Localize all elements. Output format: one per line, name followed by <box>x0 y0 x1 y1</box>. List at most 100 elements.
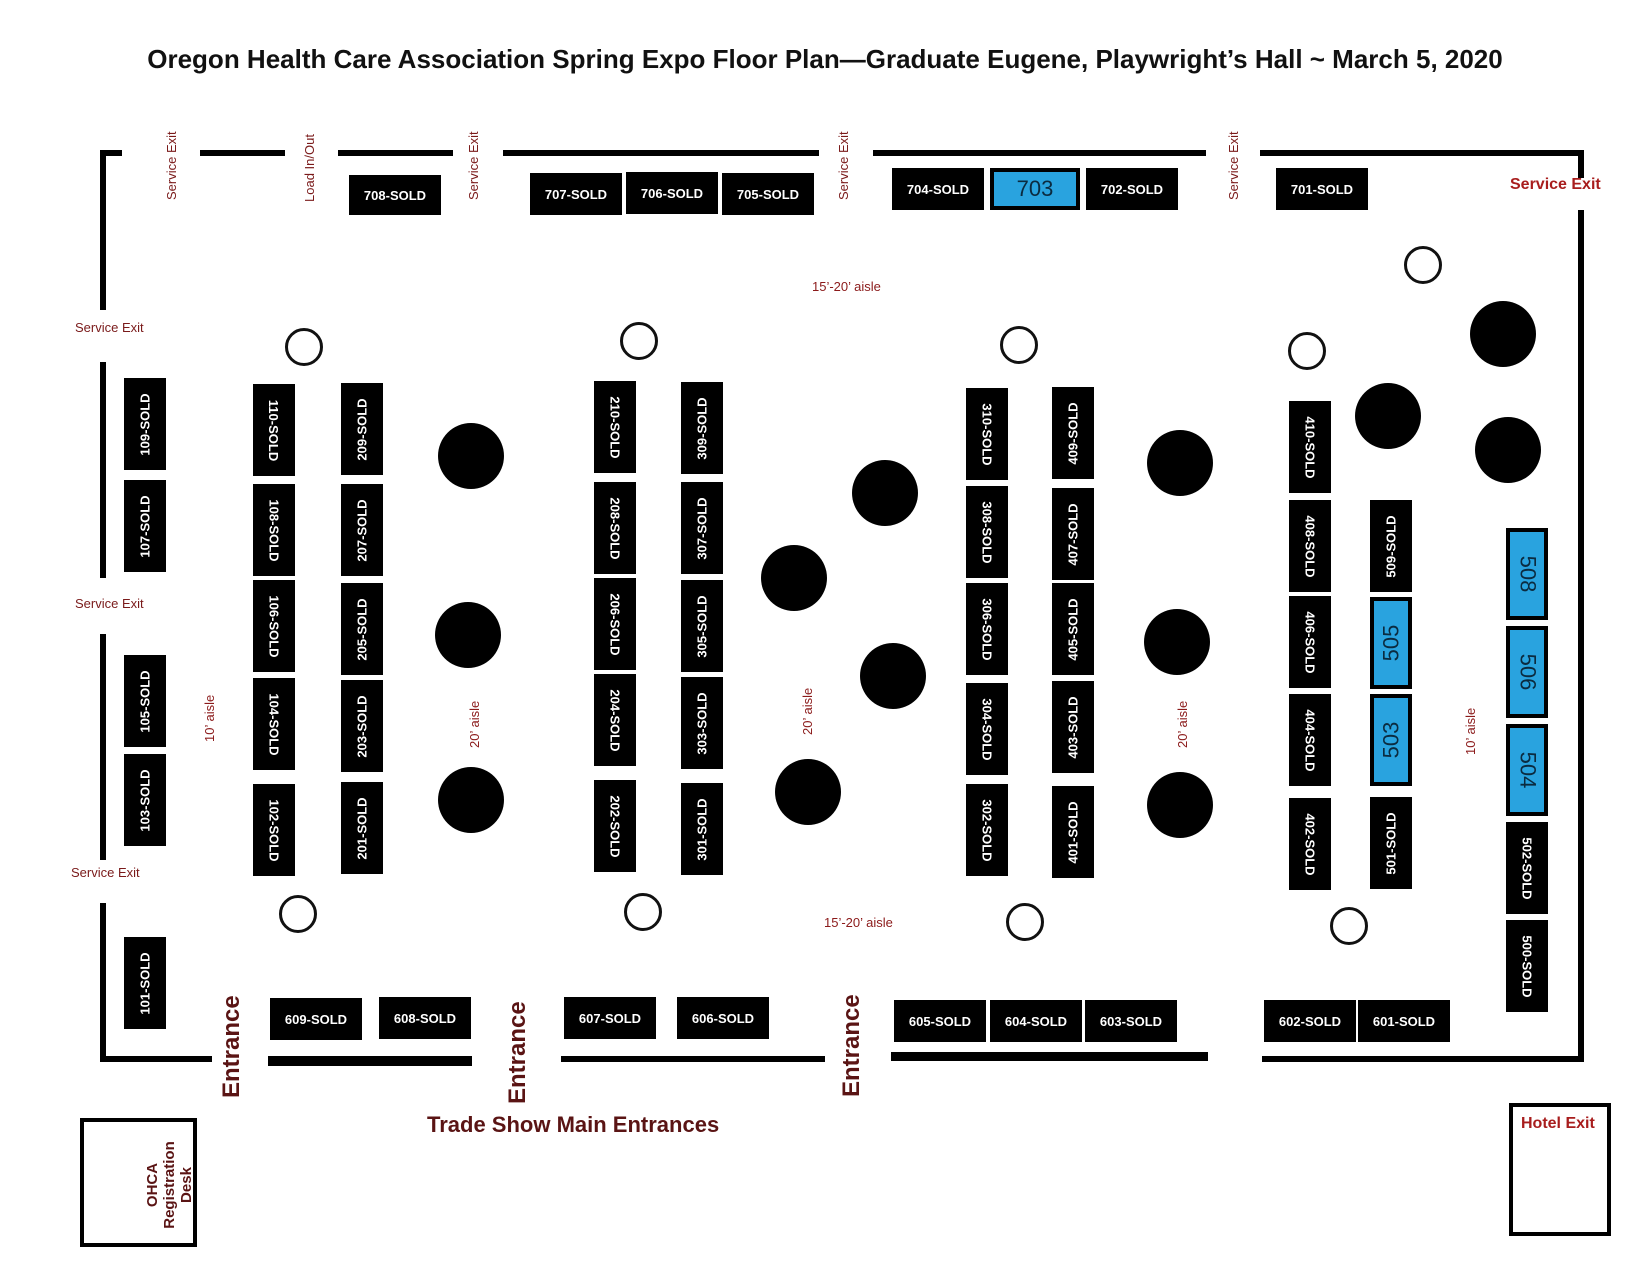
booth-509[interactable]: 509-SOLD <box>1370 500 1412 592</box>
booth-104[interactable]: 104-SOLD <box>253 678 295 770</box>
wall-top-3 <box>338 150 453 156</box>
pillar <box>285 328 323 366</box>
entrance-label: Entrance <box>504 1001 531 1104</box>
booth-201[interactable]: 201-SOLD <box>341 782 383 874</box>
booth-402[interactable]: 402-SOLD <box>1289 798 1331 890</box>
booth-101[interactable]: 101-SOLD <box>124 937 166 1029</box>
booth-204[interactable]: 204-SOLD <box>594 674 636 766</box>
booth-102[interactable]: 102-SOLD <box>253 784 295 876</box>
booth-607[interactable]: 607-SOLD <box>564 997 656 1039</box>
booth-707[interactable]: 707-SOLD <box>530 173 622 215</box>
table <box>761 545 827 611</box>
table <box>775 759 841 825</box>
table <box>1355 383 1421 449</box>
registration-desk-label: OHCA Registration Desk <box>144 1141 195 1229</box>
registration-desk: OHCA Registration Desk <box>80 1118 197 1247</box>
booth-110[interactable]: 110-SOLD <box>253 384 295 476</box>
booth-304[interactable]: 304-SOLD <box>966 683 1008 775</box>
aisle-label-10: 10’ aisle <box>1463 707 1478 755</box>
booth-103[interactable]: 103-SOLD <box>124 754 166 846</box>
booth-308[interactable]: 308-SOLD <box>966 486 1008 578</box>
service-exit-label: Service Exit <box>164 131 179 200</box>
wall-top-5 <box>873 150 1206 156</box>
booth-608[interactable]: 608-SOLD <box>379 997 471 1039</box>
booth-504[interactable]: 504 <box>1506 724 1548 816</box>
table <box>1147 430 1213 496</box>
booth-302[interactable]: 302-SOLD <box>966 784 1008 876</box>
booth-606[interactable]: 606-SOLD <box>677 997 769 1039</box>
hotel-exit-label: Hotel Exit <box>1521 1115 1595 1132</box>
booth-106[interactable]: 106-SOLD <box>253 580 295 672</box>
booth-406[interactable]: 406-SOLD <box>1289 596 1331 688</box>
booth-407[interactable]: 407-SOLD <box>1052 488 1094 580</box>
pillar <box>1404 246 1442 284</box>
booth-503[interactable]: 503 <box>1370 694 1412 786</box>
booth-609[interactable]: 609-SOLD <box>270 998 362 1040</box>
service-exit-label: Service Exit <box>1226 131 1241 200</box>
service-exit-label: Service Exit <box>466 131 481 200</box>
booth-705[interactable]: 705-SOLD <box>722 173 814 215</box>
wall-bottom-4 <box>891 1052 1208 1061</box>
booth-410[interactable]: 410-SOLD <box>1289 401 1331 493</box>
booth-605[interactable]: 605-SOLD <box>894 1000 986 1042</box>
booth-306[interactable]: 306-SOLD <box>966 583 1008 675</box>
wall-top-4 <box>503 150 819 156</box>
pillar <box>1330 907 1368 945</box>
booth-701[interactable]: 701-SOLD <box>1276 168 1368 210</box>
booth-207[interactable]: 207-SOLD <box>341 484 383 576</box>
booth-309[interactable]: 309-SOLD <box>681 382 723 474</box>
pillar <box>1288 332 1326 370</box>
booth-105[interactable]: 105-SOLD <box>124 655 166 747</box>
booth-203[interactable]: 203-SOLD <box>341 680 383 772</box>
booth-501[interactable]: 501-SOLD <box>1370 797 1412 889</box>
booth-508[interactable]: 508 <box>1506 528 1548 620</box>
wall-bottom-2 <box>268 1056 472 1066</box>
booth-210[interactable]: 210-SOLD <box>594 381 636 473</box>
aisle-label-bottom: 15’-20’ aisle <box>824 915 893 930</box>
booth-602[interactable]: 602-SOLD <box>1264 1000 1356 1042</box>
booth-301[interactable]: 301-SOLD <box>681 783 723 875</box>
aisle-label-top: 15’-20’ aisle <box>812 279 881 294</box>
booth-702[interactable]: 702-SOLD <box>1086 168 1178 210</box>
booth-205[interactable]: 205-SOLD <box>341 583 383 675</box>
booth-704[interactable]: 704-SOLD <box>892 168 984 210</box>
aisle-label-20: 20’ aisle <box>800 687 815 735</box>
booth-208[interactable]: 208-SOLD <box>594 482 636 574</box>
booth-107[interactable]: 107-SOLD <box>124 480 166 572</box>
booth-209[interactable]: 209-SOLD <box>341 383 383 475</box>
service-exit-label: Service Exit <box>71 865 140 880</box>
booth-303[interactable]: 303-SOLD <box>681 677 723 769</box>
booth-500[interactable]: 500-SOLD <box>1506 920 1548 1012</box>
booth-708[interactable]: 708-SOLD <box>349 175 441 215</box>
booth-409[interactable]: 409-SOLD <box>1052 387 1094 479</box>
booth-202[interactable]: 202-SOLD <box>594 780 636 872</box>
booth-502[interactable]: 502-SOLD <box>1506 822 1548 914</box>
pillar <box>620 322 658 360</box>
pillar <box>279 895 317 933</box>
wall-left-2 <box>100 362 106 578</box>
table <box>438 423 504 489</box>
booth-206[interactable]: 206-SOLD <box>594 578 636 670</box>
booth-408[interactable]: 408-SOLD <box>1289 500 1331 592</box>
booth-604[interactable]: 604-SOLD <box>990 1000 1082 1042</box>
booth-601[interactable]: 601-SOLD <box>1358 1000 1450 1042</box>
booth-108[interactable]: 108-SOLD <box>253 484 295 576</box>
booth-706[interactable]: 706-SOLD <box>626 172 718 214</box>
service-exit-label: Service Exit <box>836 131 851 200</box>
booth-401[interactable]: 401-SOLD <box>1052 786 1094 878</box>
booth-305[interactable]: 305-SOLD <box>681 580 723 672</box>
table <box>1147 772 1213 838</box>
booth-310[interactable]: 310-SOLD <box>966 388 1008 480</box>
booth-109[interactable]: 109-SOLD <box>124 378 166 470</box>
booth-307[interactable]: 307-SOLD <box>681 482 723 574</box>
booth-405[interactable]: 405-SOLD <box>1052 583 1094 675</box>
booth-505[interactable]: 505 <box>1370 597 1412 689</box>
booth-703[interactable]: 703 <box>990 168 1080 210</box>
booth-404[interactable]: 404-SOLD <box>1289 694 1331 786</box>
booth-506[interactable]: 506 <box>1506 626 1548 718</box>
booth-403[interactable]: 403-SOLD <box>1052 681 1094 773</box>
booth-603[interactable]: 603-SOLD <box>1085 1000 1177 1042</box>
wall-bottom-3 <box>561 1056 825 1062</box>
aisle-label-20: 20’ aisle <box>1175 700 1190 748</box>
service-exit-label-right: Service Exit <box>1510 176 1601 193</box>
